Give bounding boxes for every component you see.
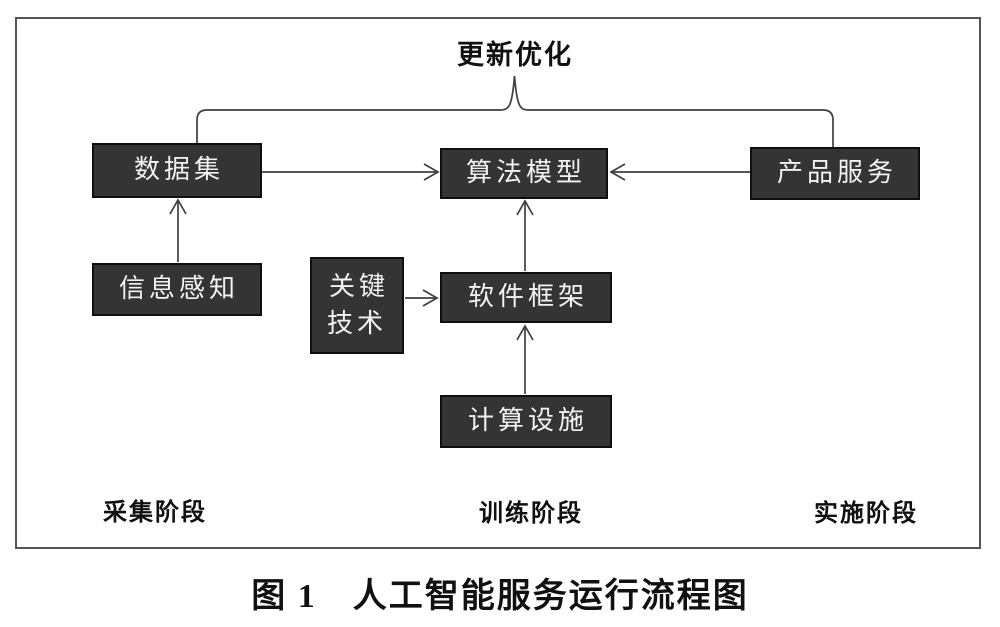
arrowhead-up-into-dataset <box>169 198 187 215</box>
arrowhead-up-into-software <box>516 324 534 341</box>
arrowhead-right-into-algorithm <box>423 163 440 181</box>
arrowhead-up-into-algorithm <box>516 199 534 216</box>
node-product-service: 产品服务 <box>750 147 920 200</box>
node-dataset: 数据集 <box>92 143 262 198</box>
phase-label-training: 训练阶段 <box>479 501 583 527</box>
update-optimization-label: 更新优化 <box>457 40 573 70</box>
phase-label-implementation: 实施阶段 <box>814 501 918 527</box>
phase-label-collection: 采集阶段 <box>103 500 207 526</box>
node-software-framework: 软件框架 <box>440 272 612 323</box>
node-info-perception: 信息感知 <box>92 263 262 316</box>
node-computing-facility: 计算设施 <box>440 395 612 448</box>
node-algorithm-model: 算法模型 <box>440 148 608 199</box>
connector-update-feedback <box>196 75 834 147</box>
arrowhead-right-into-software <box>422 289 439 307</box>
figure-caption: 图 1 人工智能服务运行流程图 <box>251 578 749 615</box>
node-key-technology: 关键 技术 <box>310 257 404 354</box>
arrowhead-left-into-algorithm <box>609 163 626 181</box>
